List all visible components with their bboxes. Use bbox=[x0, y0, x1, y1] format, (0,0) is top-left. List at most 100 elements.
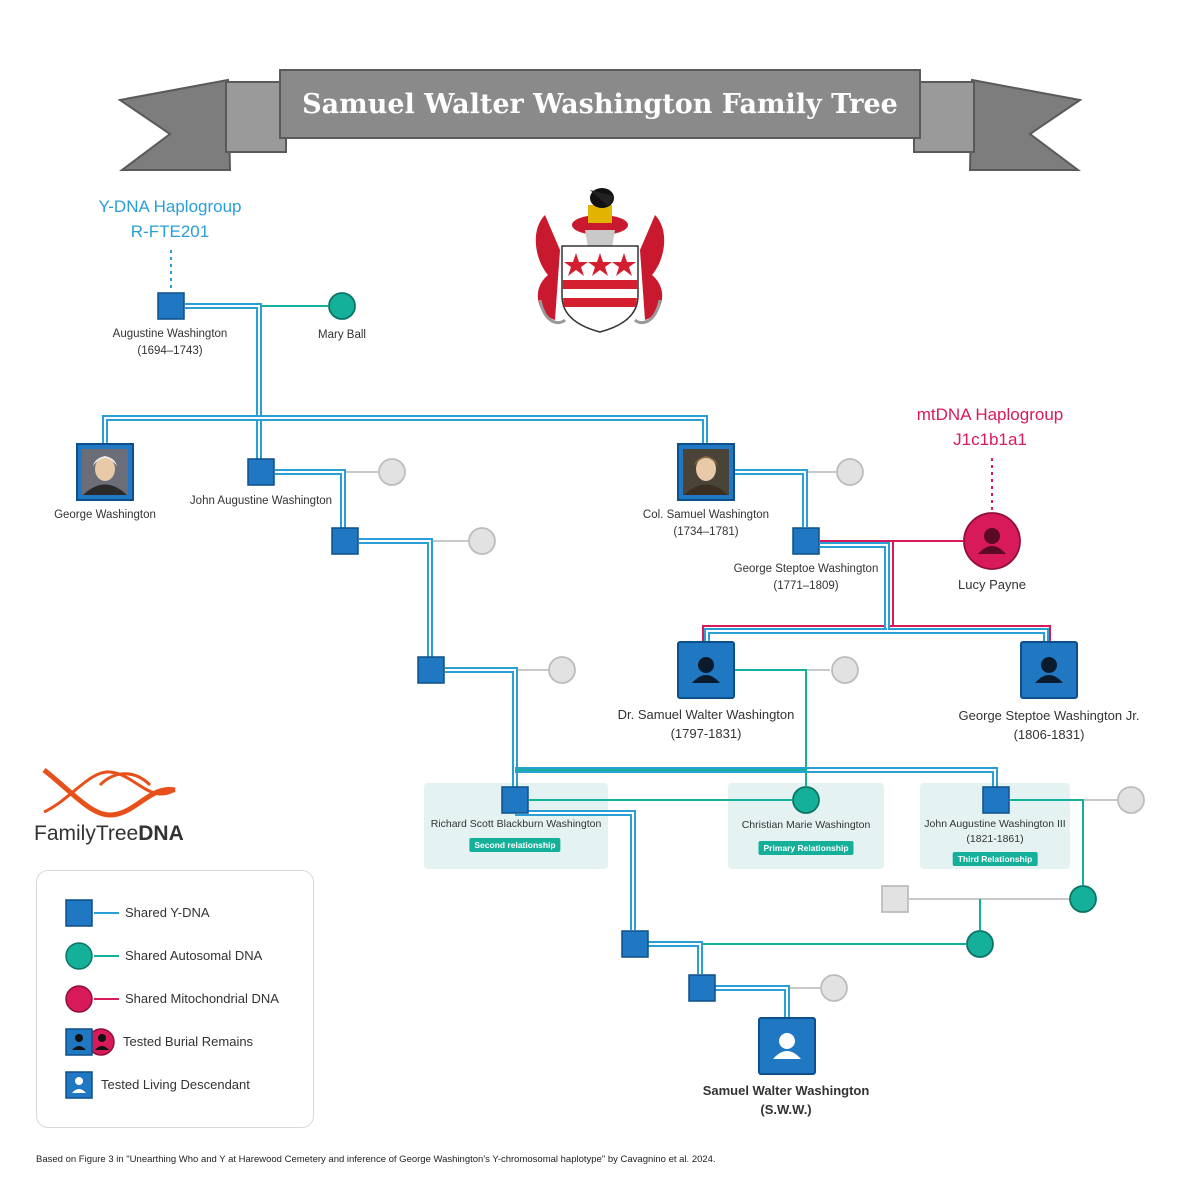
label-lucy-payne: Lucy Payne bbox=[958, 577, 1026, 592]
richard-scott-blackburn-washington-node bbox=[501, 786, 529, 814]
george-steptoe-washington-jr-node-silhouette-icon-head bbox=[1041, 657, 1057, 673]
third-relationship-box bbox=[920, 783, 1070, 869]
sww-grandfather-node bbox=[621, 930, 649, 958]
unknown-male-node bbox=[881, 885, 909, 913]
source-footnote: Based on Figure 3 in "Unearthing Who and… bbox=[36, 1154, 716, 1165]
sww-father-node bbox=[688, 974, 716, 1002]
label-john-augustine-washington-iii: John Augustine Washington III (1821-1861… bbox=[920, 817, 1070, 847]
person-dates: (1806-1831) bbox=[1013, 727, 1085, 742]
title-banner bbox=[117, 69, 1083, 171]
label-john-augustine-washington: John Augustine Washington bbox=[189, 495, 333, 507]
y-dna-haplogroup-label: Y-DNA Haplogroup bbox=[98, 197, 242, 216]
legend-autosomal-circle-icon bbox=[65, 942, 93, 970]
sww-grandmother-node bbox=[966, 930, 994, 958]
augustine-george-line-core bbox=[104, 417, 259, 444]
badge-third-relationship: Third Relationship bbox=[952, 852, 1038, 866]
george-washington-portrait-node-coat bbox=[83, 484, 127, 495]
george-steptoe-dr-samuel-line-core bbox=[706, 630, 887, 642]
legend-burial-label: Tested Burial Remains bbox=[123, 1034, 254, 1049]
mtdna-haplogroup-value: J1c1b1a1 bbox=[953, 430, 1027, 449]
george-washington-portrait-node-face bbox=[95, 457, 115, 481]
brand-name-bold: DNA bbox=[138, 822, 184, 845]
label-samuel-walter-washington: Samuel Walter Washington (S.W.W.) bbox=[686, 1081, 886, 1119]
y-dna-haplogroup-value: R-FTE201 bbox=[130, 222, 210, 241]
person-dates: (1821-1861) bbox=[966, 833, 1024, 845]
person-dates: (1797-1831) bbox=[670, 726, 742, 741]
col-samuel-washington-portrait-node-coat bbox=[684, 484, 728, 495]
person-name: John Augustine Washington III bbox=[924, 818, 1066, 830]
george-steptoe-washington-jr-node-silhouette-icon-body bbox=[1035, 675, 1063, 683]
augustine-john-line-core bbox=[185, 305, 260, 460]
sww-parent-child-line-core bbox=[633, 943, 701, 974]
samuel-walter-washington-silhouette-icon-head bbox=[779, 1033, 795, 1049]
richard-child-line-core bbox=[515, 812, 634, 930]
george-washington-portrait-node-hair bbox=[93, 456, 117, 466]
person-name: Augustine Washington bbox=[112, 328, 228, 340]
legend-mito-label: Shared Mitochondrial DNA bbox=[125, 991, 279, 1006]
legend-living-label: Tested Living Descendant bbox=[101, 1077, 250, 1092]
sww-line-core bbox=[715, 987, 788, 1018]
george-steptoe-washington-jr-node-silhouette-icon bbox=[1035, 657, 1063, 683]
person-name: Samuel Walter Washington bbox=[702, 1083, 870, 1098]
dr-samuel-walter-washington-node-silhouette-icon-body bbox=[692, 675, 720, 683]
dr-samuel-walter-washington-node-silhouette-icon bbox=[692, 657, 720, 683]
george-steptoe-dr-samuel-line bbox=[704, 628, 887, 642]
augustine-george-line bbox=[102, 415, 259, 444]
george-washington-portrait-node bbox=[76, 443, 134, 501]
sww-line bbox=[715, 985, 790, 1018]
legend-symbols bbox=[65, 899, 119, 1099]
mary-ball-node bbox=[328, 292, 356, 320]
legend-burial-remains-icon bbox=[65, 1028, 115, 1056]
col-samuel-child-line-core bbox=[720, 471, 806, 527]
person-name: George Steptoe Washington Jr. bbox=[958, 708, 1140, 723]
gen3-richard-line bbox=[445, 667, 518, 787]
john-iii-spouse-node bbox=[1117, 786, 1145, 814]
samuel-walter-washington-silhouette-icon-body bbox=[773, 1051, 801, 1059]
gen2-son-node bbox=[331, 527, 359, 555]
person-dates: (1734–1781) bbox=[673, 526, 739, 538]
badge-primary-relationship: Primary Relationship bbox=[758, 841, 854, 855]
gen2-spouse-node bbox=[468, 527, 496, 555]
legend-autosomal-label: Shared Autosomal DNA bbox=[125, 948, 263, 963]
gen3-son-node bbox=[417, 656, 445, 684]
lucy-dr-samuel-mito-line bbox=[702, 625, 893, 642]
person-nodes bbox=[76, 292, 1145, 1075]
dr-samuel-spouse-node bbox=[831, 656, 859, 684]
augustine-col-samuel-line-core bbox=[259, 417, 706, 444]
lucy-payne-silhouette-icon-head bbox=[984, 528, 1000, 544]
legend-y-dna-square-icon bbox=[65, 899, 93, 927]
legend: Shared Y-DNA Shared Autosomal DNA Shared… bbox=[36, 870, 314, 1128]
label-mary-ball: Mary Ball bbox=[318, 329, 366, 341]
john-iii-daughter-node bbox=[1069, 885, 1097, 913]
john-augustine-spouse-node bbox=[378, 458, 406, 486]
legend-living-descendant-icon bbox=[65, 1071, 93, 1099]
john-iii-daughter-line bbox=[1010, 799, 1084, 885]
label-george-steptoe-washington: George Steptoe Washington (1771–1809) bbox=[716, 561, 896, 595]
label-george-steptoe-washington-jr: George Steptoe Washington Jr. (1806-1831… bbox=[940, 706, 1158, 744]
gen2-child-line bbox=[359, 538, 433, 657]
gen2-child-line-core bbox=[359, 540, 431, 657]
col-samuel-washington-portrait-node bbox=[677, 443, 735, 501]
samuel-walter-washington-silhouette-icon bbox=[773, 1033, 801, 1059]
relationship-lines bbox=[102, 250, 1117, 1018]
page-title: Samuel Walter Washington Family Tree bbox=[302, 88, 898, 120]
augustine-col-samuel-line bbox=[259, 415, 708, 444]
dr-samuel-walter-washington-node-silhouette-icon-head bbox=[698, 657, 714, 673]
legend-y-dna-label: Shared Y-DNA bbox=[125, 905, 210, 920]
augustine-washington-node bbox=[157, 292, 185, 320]
label-augustine-washington: Augustine Washington (1694–1743) bbox=[90, 326, 250, 360]
col-samuel-washington-portrait-node-face bbox=[696, 457, 716, 481]
dr-samuel-christian-line bbox=[735, 669, 807, 786]
john-child-line-core bbox=[275, 471, 344, 528]
person-dates: (1771–1809) bbox=[773, 580, 839, 592]
gen3-richard-line-core bbox=[445, 669, 516, 787]
george-steptoe-washington-node bbox=[792, 527, 820, 555]
familytreedna-wordmark: FamilyTreeDNA bbox=[34, 822, 184, 846]
gen3-spouse-node bbox=[548, 656, 576, 684]
col-samuel-washington-portrait-node-hair bbox=[694, 456, 718, 466]
y-dna-haplogroup: Y-DNA Haplogroup R-FTE201 bbox=[70, 194, 270, 244]
john-augustine-washington-node bbox=[247, 458, 275, 486]
brand-name-light: FamilyTree bbox=[34, 822, 139, 845]
label-dr-samuel-walter-washington: Dr. Samuel Walter Washington (1797-1831) bbox=[596, 705, 816, 743]
sww-mother-node bbox=[820, 974, 848, 1002]
